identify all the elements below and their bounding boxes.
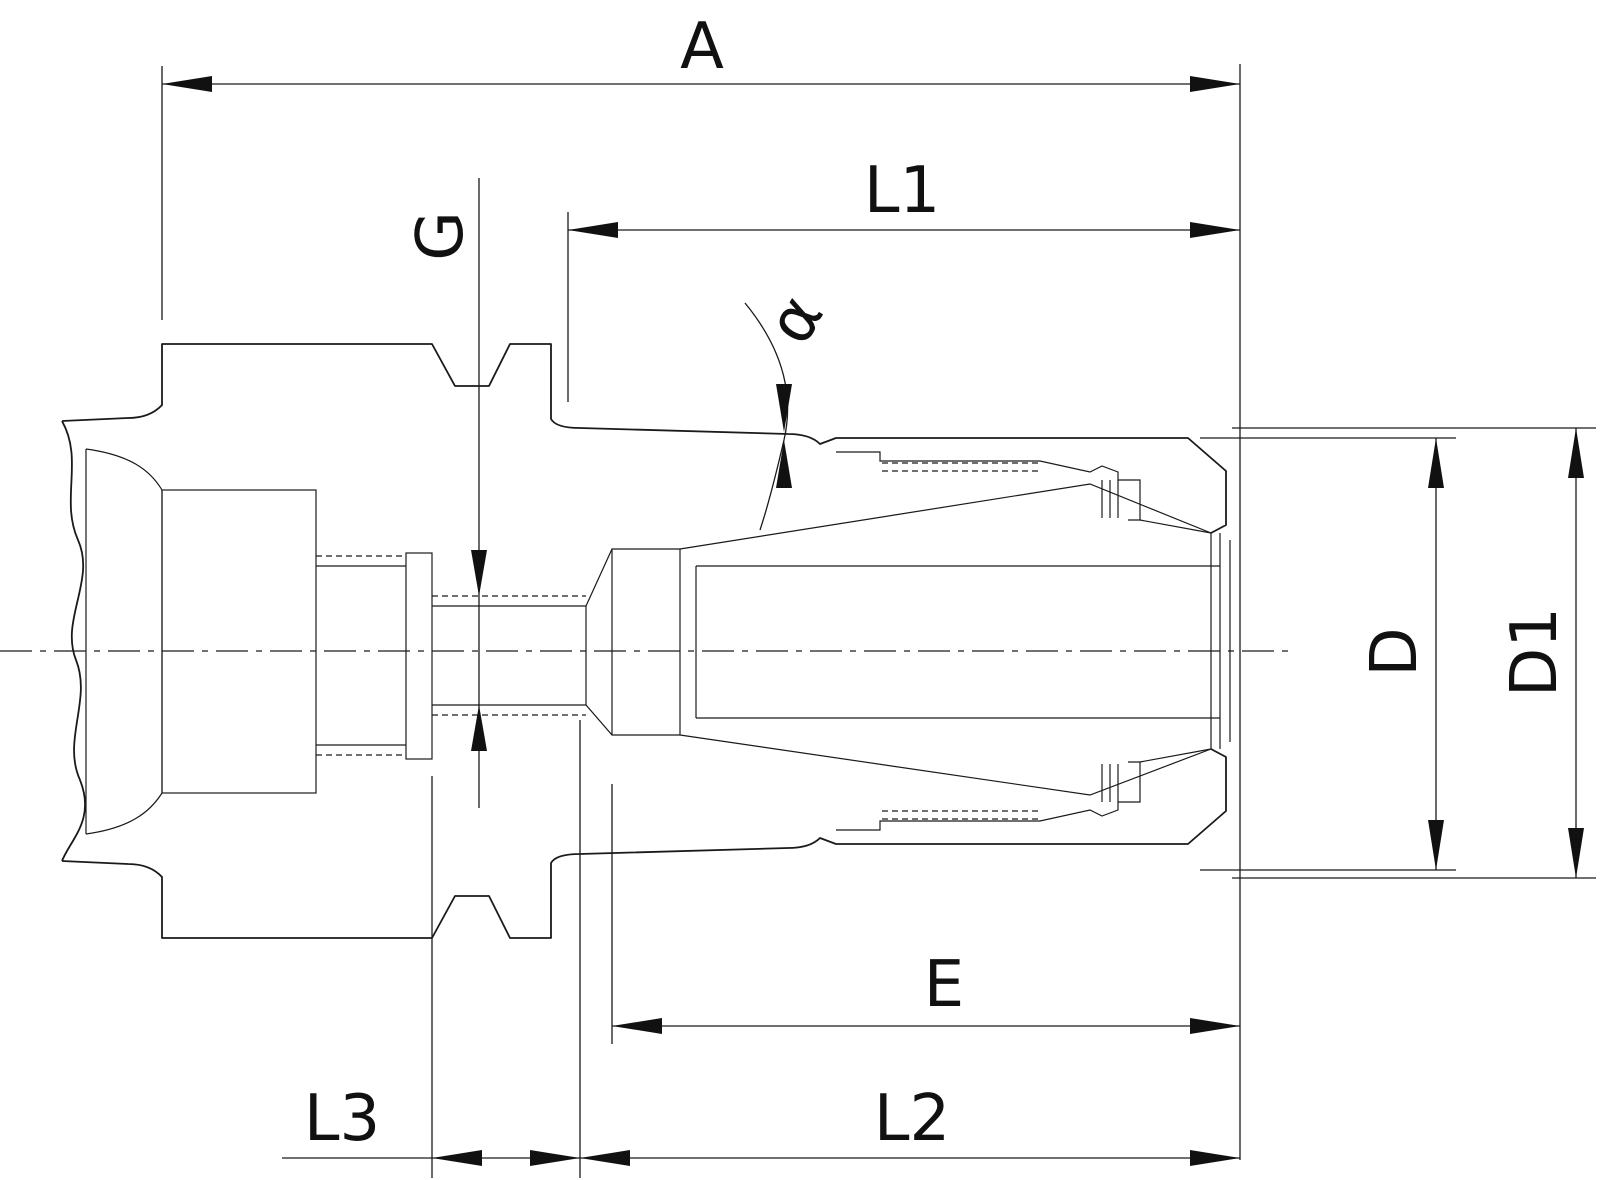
dimension-D: D	[1200, 437, 1456, 871]
arrow-head	[471, 705, 487, 751]
tool-holder-body	[61, 343, 1227, 939]
label-L1: L1	[864, 154, 940, 228]
label-D1: D1	[1498, 607, 1572, 697]
label-L2: L2	[874, 1082, 950, 1156]
arrow-head	[1568, 828, 1584, 878]
dimension-E: E	[611, 784, 1240, 1044]
arrow-head	[162, 76, 212, 92]
dimension-alpha: α	[744, 283, 838, 531]
label-L3: L3	[304, 1082, 380, 1156]
arrow-head	[580, 1150, 630, 1166]
arrow-head	[471, 550, 487, 596]
arrow-head	[432, 1150, 482, 1166]
arrow-head	[776, 384, 792, 432]
arrow-head	[1428, 820, 1444, 870]
arrow-head	[776, 440, 792, 488]
label-alpha: α	[753, 283, 838, 357]
arrow-head	[1568, 428, 1584, 478]
arrow-head	[1190, 222, 1240, 238]
arrow-head	[530, 1150, 580, 1166]
arrow-head	[1190, 1150, 1240, 1166]
dimension-L2: L2	[579, 720, 1240, 1178]
dimension-D1: D1	[1232, 427, 1596, 879]
label-G: G	[404, 211, 478, 261]
dimension-G: G	[404, 178, 487, 808]
arrow-head	[1190, 76, 1240, 92]
arrow-head	[1428, 438, 1444, 488]
dimension-L1: L1	[567, 154, 1240, 402]
arrow-head	[1190, 1018, 1240, 1034]
arrow-head	[568, 222, 618, 238]
inner-bore	[161, 489, 681, 794]
label-D: D	[1358, 627, 1432, 676]
label-E: E	[924, 948, 964, 1022]
arrow-head	[612, 1018, 662, 1034]
collet	[679, 451, 1231, 831]
dimension-L3: L3	[282, 776, 580, 1178]
dimension-A: A	[161, 10, 1241, 1160]
label-A: A	[680, 10, 724, 84]
